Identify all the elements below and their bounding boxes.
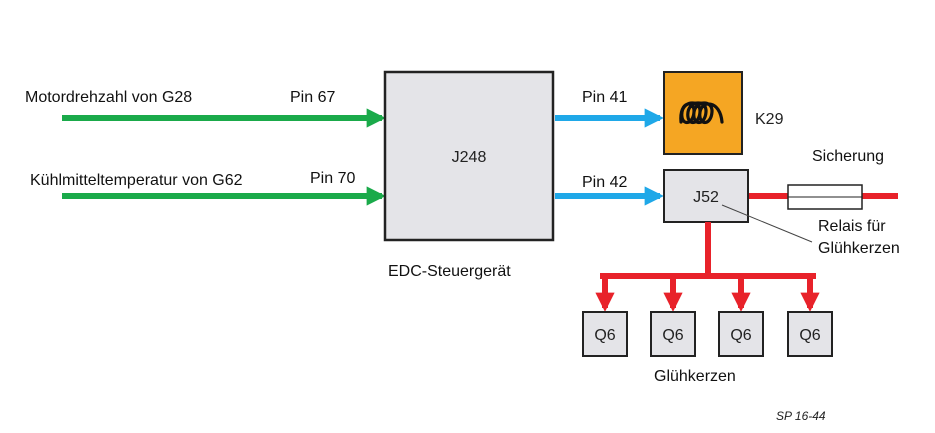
glow-lamp-box — [663, 71, 743, 155]
relay-box — [663, 169, 749, 223]
figure-reference: SP 16-44 — [776, 409, 826, 423]
glow-plug-1-box — [582, 311, 628, 357]
relay-callout-line — [721, 204, 813, 243]
glow-lamp-id: K29 — [755, 111, 784, 128]
coolant-signal-label: Kühlmitteltemperatur von G62 — [30, 172, 243, 189]
relay-callout-line2: Glühkerzen — [818, 240, 900, 257]
coolant-pin-label: Pin 70 — [310, 170, 355, 187]
rpm-pin-label: Pin 67 — [290, 89, 335, 106]
pin-42-label: Pin 42 — [582, 174, 627, 191]
glow-plug-3-id: Q6 — [730, 327, 751, 344]
control-unit-caption: EDC-Steuergerät — [388, 263, 511, 280]
fuse-label: Sicherung — [812, 148, 884, 165]
control-unit-box — [383, 70, 555, 242]
glow-coil-icon — [679, 101, 724, 125]
rpm-signal-label: Motordrehzahl von G28 — [25, 89, 192, 106]
relay-id: J52 — [693, 189, 719, 206]
glow-plug-1-id: Q6 — [594, 327, 615, 344]
glow-plugs-caption: Glühkerzen — [654, 368, 736, 385]
control-unit-id: J248 — [452, 149, 487, 166]
glow-plug-2-id: Q6 — [662, 327, 683, 344]
glow-plug-2-box — [650, 311, 696, 357]
glow-plug-4-box — [787, 311, 833, 357]
glow-plug-3-box — [718, 311, 764, 357]
glow-plug-4-id: Q6 — [799, 327, 820, 344]
pin-41-label: Pin 41 — [582, 89, 627, 106]
relay-callout-line1: Relais für — [818, 218, 886, 235]
